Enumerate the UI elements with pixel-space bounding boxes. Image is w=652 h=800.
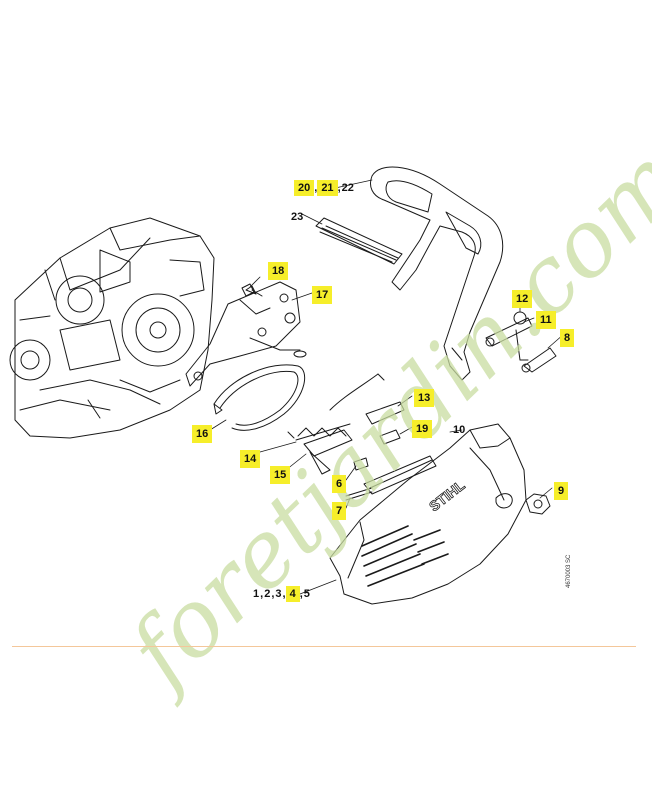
engine-block-illustration: [9, 217, 215, 439]
callout-19: 19: [412, 420, 433, 438]
callout-10: 10: [453, 424, 466, 436]
callout-18: 18: [268, 262, 289, 280]
sep: ,: [314, 182, 318, 194]
callout-23: 23: [291, 211, 304, 223]
callout-13: 13: [414, 389, 435, 407]
callout-8: 8: [560, 329, 575, 347]
brand-text: STIHL: [426, 477, 468, 515]
callout-group-20-22: 20,21,22: [294, 180, 355, 196]
callout-3: 3: [275, 588, 282, 600]
callout-5: 5: [303, 588, 310, 600]
callout-9: 9: [554, 482, 569, 500]
drawing-code: 4670003 SC: [566, 554, 572, 588]
divider-line: [12, 646, 636, 647]
sep: ,: [271, 588, 275, 600]
sep: ,: [337, 182, 341, 194]
callout-2: 2: [264, 588, 271, 600]
sep: ,: [260, 588, 264, 600]
callout-4: 4: [285, 586, 300, 602]
brake-carrier-illustration: [185, 281, 307, 387]
heat-shield-illustration: [315, 217, 403, 265]
hand-guard-illustration: [370, 166, 504, 381]
sep: ,: [282, 588, 286, 600]
callout-group-1-5: 1,2,3,4,5: [252, 586, 311, 602]
nut-illustration: [525, 493, 551, 515]
spring-assembly-illustration: [287, 373, 385, 475]
callout-1: 1: [253, 588, 260, 600]
callout-11: 11: [536, 311, 556, 329]
linkage-illustration: [485, 311, 557, 373]
screw-illustration: [241, 283, 263, 297]
callout-7: 7: [332, 502, 347, 520]
callout-15: 15: [270, 466, 291, 484]
callout-12: 12: [512, 290, 533, 308]
brake-band-illustration: [213, 364, 306, 431]
callout-21: 21: [317, 180, 338, 196]
callout-16: 16: [192, 425, 213, 443]
callout-22: 22: [341, 182, 354, 194]
callout-20: 20: [294, 180, 315, 196]
callout-14: 14: [240, 450, 261, 468]
callout-6: 6: [332, 475, 347, 493]
sep: ,: [299, 588, 303, 600]
sprocket-cover-illustration: [329, 423, 527, 605]
watermark-text: foretjardin.com: [105, 127, 652, 710]
callout-17: 17: [312, 286, 333, 304]
